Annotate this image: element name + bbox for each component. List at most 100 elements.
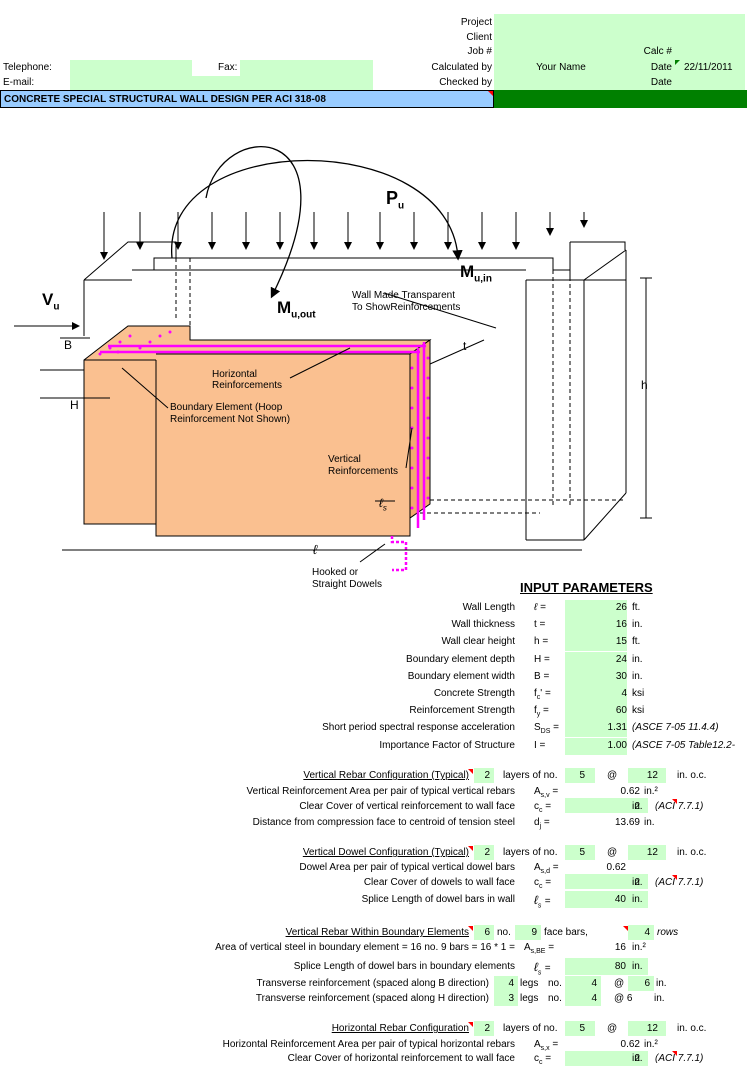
horizontal-cover-unit: in.	[632, 1053, 643, 1064]
boundary-count-field[interactable]	[474, 925, 494, 940]
comment-marker	[675, 60, 680, 65]
dowel-splice-field[interactable]	[565, 891, 648, 908]
transverse-b-no-field[interactable]	[565, 976, 601, 991]
title-bar	[0, 90, 494, 108]
input-symbol: B =	[534, 671, 550, 682]
horizontal-layers-field[interactable]	[474, 1021, 494, 1036]
boundary-count-value: 6	[484, 927, 490, 938]
boundary-splice-unit: in.	[632, 961, 643, 972]
dowel-spacing-field[interactable]	[628, 845, 666, 860]
boundary-area-label: Area of vertical steel in boundary eleme…	[215, 942, 515, 953]
boundary-area-value: 16	[614, 942, 626, 953]
boundary-splice-field[interactable]	[565, 958, 648, 975]
vertical-spacing-field[interactable]	[628, 768, 666, 783]
horizontal-area-sym: As,x =	[534, 1039, 559, 1052]
vertical-cover-unit: in.	[632, 801, 643, 812]
horizontal-area-unit: in.²	[644, 1039, 658, 1050]
dowel-cover-unit: in.	[632, 877, 643, 888]
horizontal-area-value: 0.62	[620, 1039, 640, 1050]
input-label: Importance Factor of Structure	[379, 740, 515, 751]
dowel-cover-value: 2	[634, 877, 640, 888]
dowel-splice-value: 40	[614, 894, 626, 905]
boundary-rows-field[interactable]	[628, 925, 654, 940]
calc-number-label: Calc #	[643, 46, 672, 57]
transverse-h-legs-field[interactable]	[494, 991, 518, 1006]
mu-out-label: Mu,out	[277, 298, 316, 321]
input-value-field[interactable]	[565, 720, 627, 737]
input-value-field[interactable]	[565, 652, 627, 669]
input-unit: in.	[632, 671, 643, 682]
dowel-bar-no-field[interactable]	[565, 845, 595, 860]
tension-depth-unit: in.	[644, 817, 655, 828]
transverse-b-no-value: 4	[591, 978, 597, 989]
transverse-b-legs-field[interactable]	[494, 976, 518, 991]
transverse-b-spacing-field[interactable]	[628, 976, 654, 991]
comment-marker	[488, 91, 493, 96]
input-value: 60	[615, 705, 627, 716]
dowel-splice-label: Splice Length of dowel bars in wall	[361, 894, 515, 905]
fax-field[interactable]	[240, 60, 373, 76]
horizontal-cover-value: 2	[634, 1053, 640, 1064]
vertical-area-unit: in.²	[644, 786, 658, 797]
input-symbol: fc' =	[534, 688, 551, 701]
transverse-h-no-value: 4	[591, 993, 597, 1004]
your-name-value[interactable]: Your Name	[536, 62, 586, 73]
input-label: Boundary element depth	[406, 654, 515, 665]
input-value: 1.00	[607, 740, 627, 751]
horizontal-spacing-field[interactable]	[628, 1021, 666, 1036]
dowel-spacing-value: 12	[646, 847, 658, 858]
checked-by-label: Checked by	[439, 77, 492, 88]
vertical-rebar-note-1: Vertical	[328, 454, 361, 465]
input-value-field[interactable]	[565, 669, 627, 686]
input-value-field[interactable]	[565, 686, 627, 703]
boundary-area-sym: As,BE =	[524, 942, 555, 955]
input-value-field[interactable]	[565, 738, 627, 755]
boundary-bar-no-field[interactable]	[515, 925, 541, 940]
input-unit: ft.	[632, 602, 641, 613]
input-value-field[interactable]	[565, 703, 627, 720]
height-dim-label: h	[641, 378, 648, 392]
dowel-cover-field[interactable]	[565, 874, 648, 889]
input-value-field[interactable]	[565, 617, 627, 634]
input-unit: ft.	[632, 636, 641, 647]
no-text: no.	[548, 993, 562, 1004]
input-symbol: I =	[534, 740, 546, 751]
vertical-area-sym: As,v =	[534, 786, 559, 799]
project-field[interactable]	[494, 14, 745, 90]
horizontal-spacing-value: 12	[646, 1023, 658, 1034]
page-title: CONCRETE SPECIAL STRUCTURAL WALL DESIGN …	[4, 94, 326, 105]
email-field[interactable]	[70, 76, 373, 90]
transparent-note-1: Wall Made Transparent	[352, 290, 456, 301]
horizontal-bar-no-field[interactable]	[565, 1021, 595, 1036]
input-label: Reinforcement Strength	[409, 705, 515, 716]
input-symbol: h =	[534, 636, 549, 647]
horizontal-cover-label: Clear Cover of horizontal reinforcement …	[287, 1053, 515, 1064]
vertical-layers-field[interactable]	[474, 768, 494, 783]
input-unit: ksi	[632, 705, 645, 716]
horizontal-cover-field[interactable]	[565, 1051, 648, 1066]
dowel-layers-field[interactable]	[474, 845, 494, 860]
input-value-field[interactable]	[565, 634, 627, 651]
input-value: 26	[615, 602, 627, 613]
boundary-splice-value: 80	[614, 961, 626, 972]
date-value[interactable]: 22/11/2011	[684, 62, 733, 73]
transverse-h-spacing-value: @ 6	[614, 993, 633, 1004]
input-label: Boundary element width	[407, 671, 515, 682]
horizontal-bar-no-value: 5	[579, 1023, 585, 1034]
input-symbol: SDS =	[534, 722, 560, 735]
horizontal-rebar-note-2: Reinforcements	[212, 380, 283, 391]
comment-marker	[623, 926, 628, 931]
transverse-h-no-field[interactable]	[565, 991, 601, 1006]
transparent-note-2: To ShowReinforcements	[352, 302, 461, 313]
vertical-bar-no-field[interactable]	[565, 768, 595, 783]
input-value-field[interactable]	[565, 600, 627, 617]
dowel-layers-value: 2	[484, 847, 490, 858]
at-sign: @	[607, 770, 618, 781]
transverse-h-label: Transverse reinforcement (spaced along H…	[255, 993, 489, 1004]
input-symbol: H =	[534, 654, 550, 665]
horizontal-cover-ref: (ACI 7.7.1)	[655, 1053, 704, 1064]
input-unit: (ASCE 7-05 11.4.4)	[632, 722, 719, 733]
telephone-field[interactable]	[70, 60, 192, 76]
oc-text: in. o.c.	[677, 1023, 707, 1034]
vertical-cover-field[interactable]	[565, 798, 648, 813]
